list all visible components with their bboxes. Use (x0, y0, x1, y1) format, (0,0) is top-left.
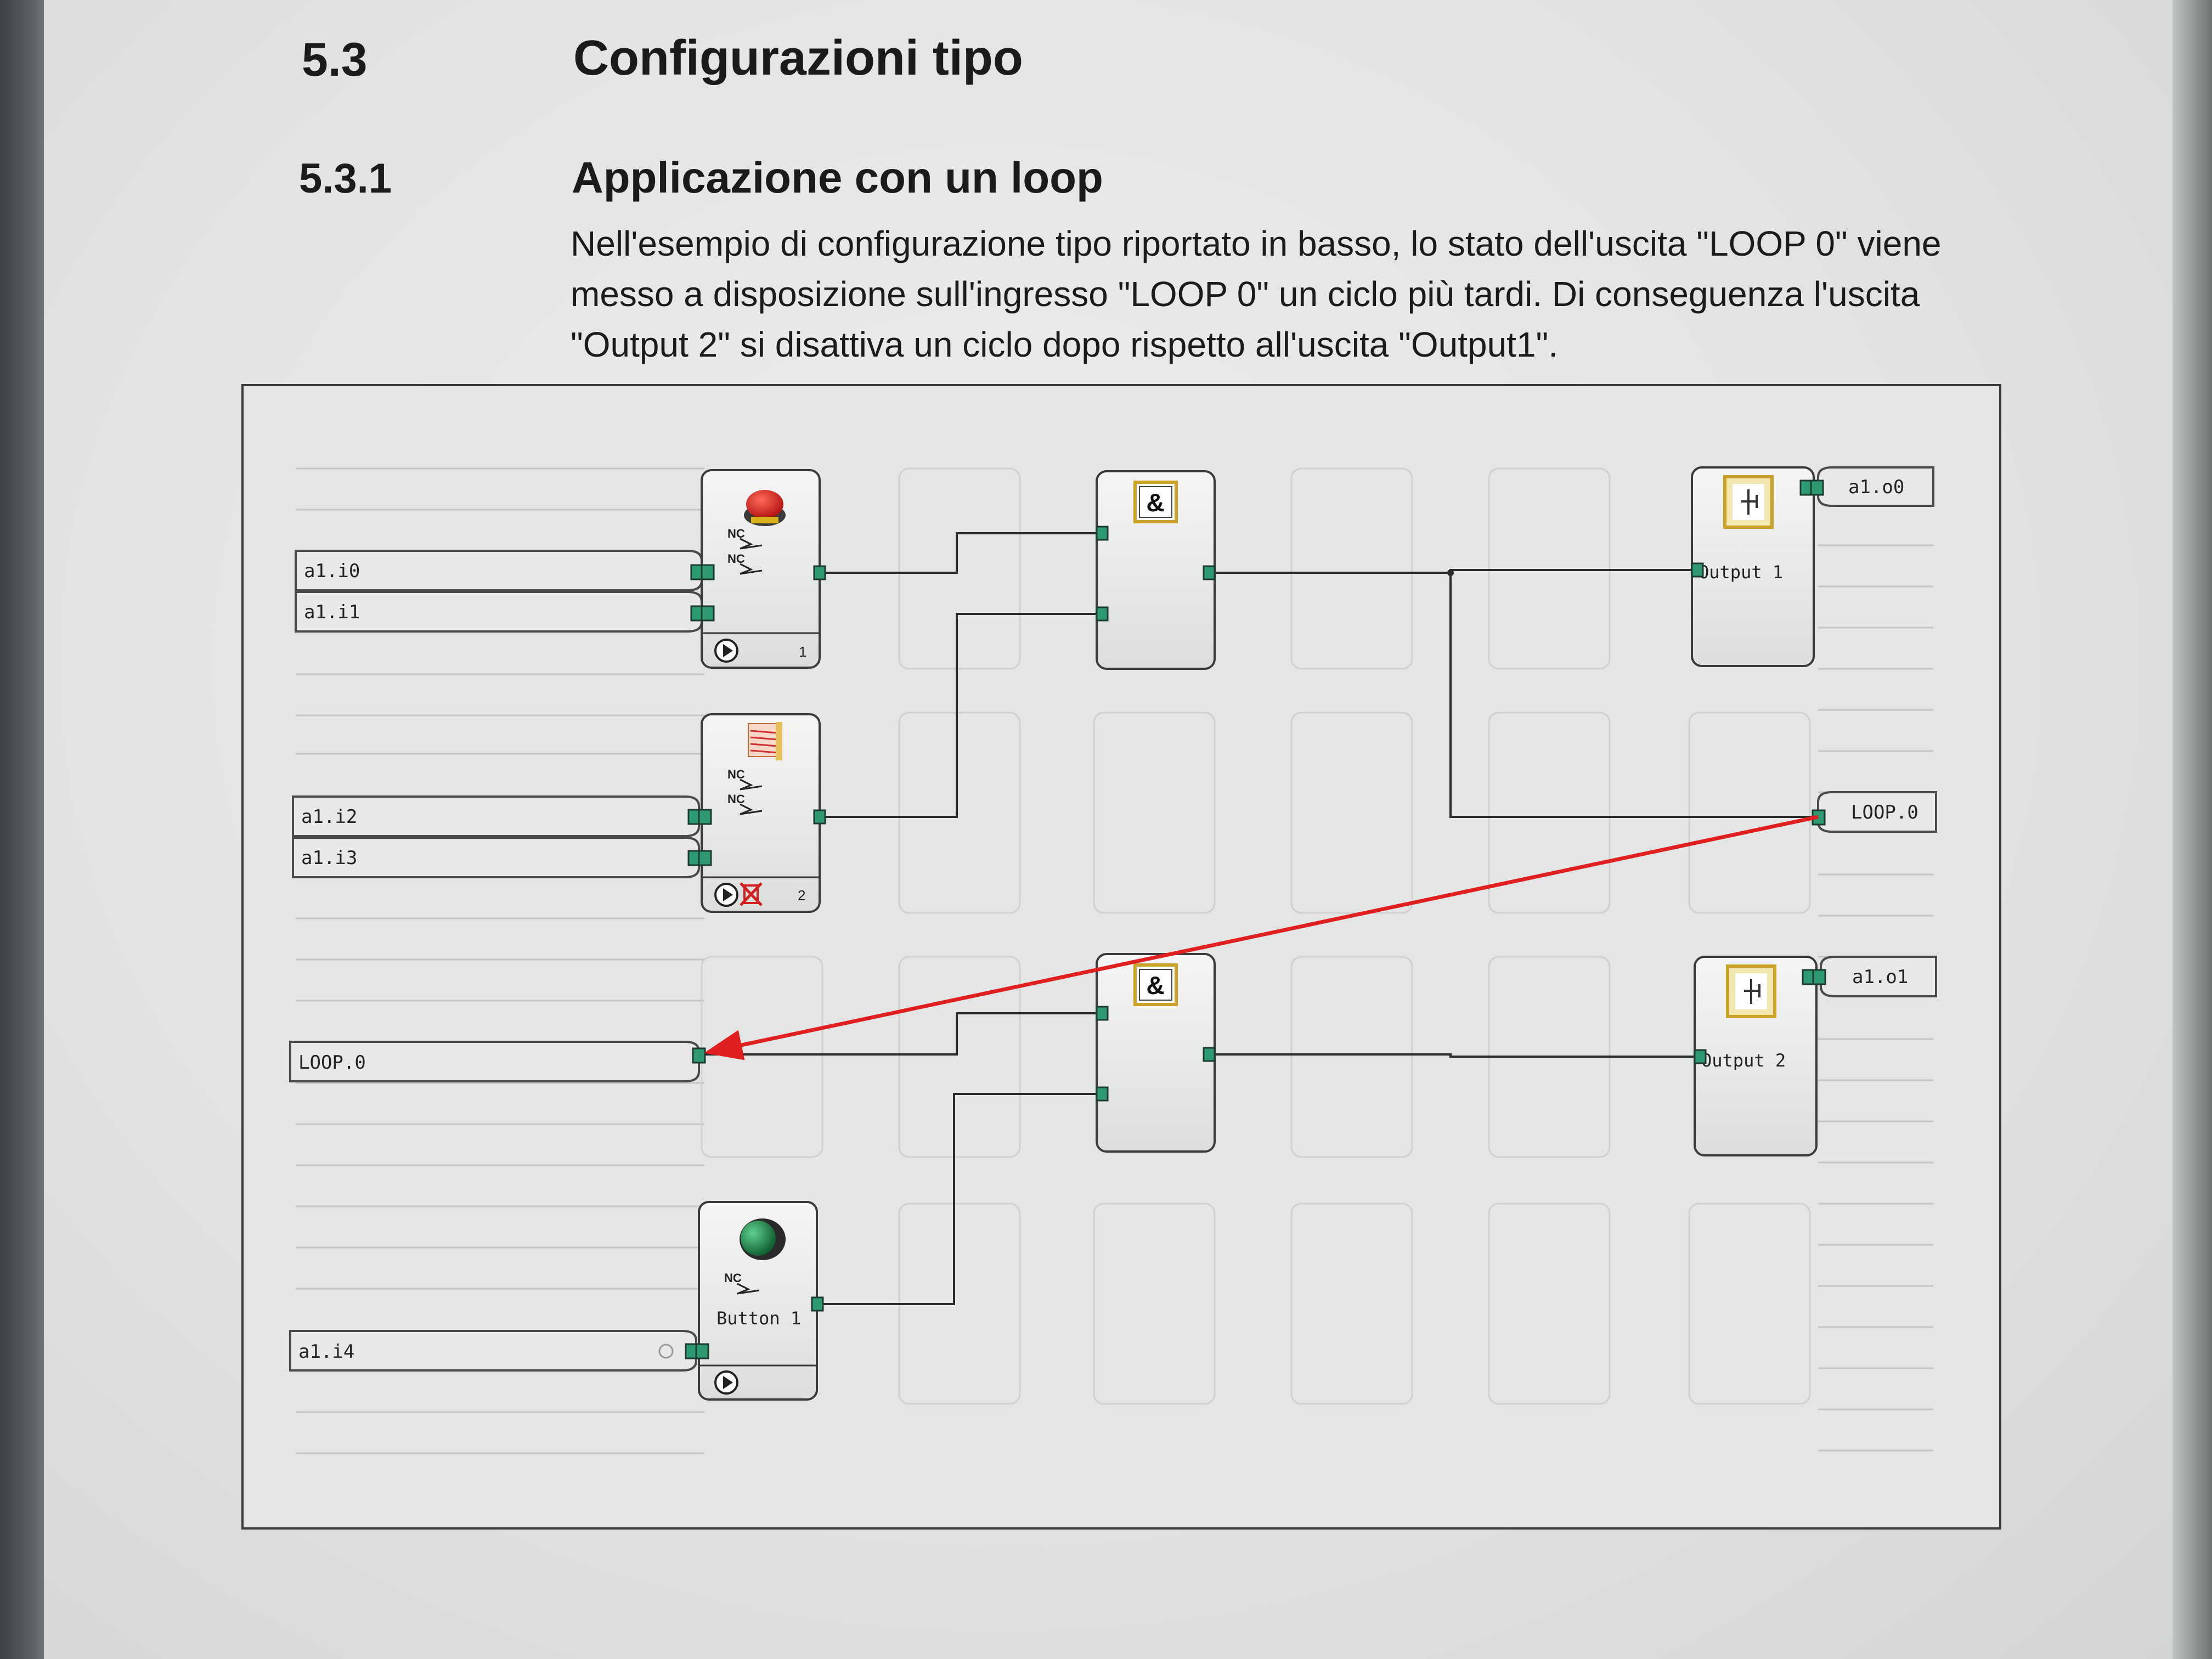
diagram-canvas: a1.i0 a1.i1 a1.i2 a1.i3 LOOP.0 a1.i4 (289, 466, 1937, 1454)
wires (704, 532, 1821, 1305)
subsection-title: Applicazione con un loop (572, 153, 1103, 202)
input-label: LOOP.0 (298, 1052, 366, 1074)
output-terminals: a1.o0 LOOP.0 a1.o1 (1817, 466, 1937, 997)
section-title: Configurazioni tipo (573, 31, 1023, 86)
input-label: a1.i2 (301, 806, 357, 828)
emergency-stop-icon (746, 490, 783, 518)
paragraph-line-1: Nell'esempio di configurazione tipo ripo… (571, 224, 1942, 263)
output-a1-o0[interactable]: a1.o0 (1817, 466, 1934, 507)
output-grid (1818, 544, 1933, 1452)
and-gate-2[interactable]: & (1096, 953, 1216, 1153)
output-label: LOOP.0 (1851, 802, 1918, 823)
output-2-block[interactable]: Output 2 (1694, 956, 1818, 1156)
subsection-number: 5.3.1 (299, 155, 392, 202)
input-label: a1.i4 (298, 1341, 354, 1363)
output-block-label: Output 1 (1699, 562, 1783, 583)
output-label: a1.o1 (1852, 966, 1908, 988)
nc-label: NC (724, 1271, 742, 1285)
empty-slots (701, 467, 1811, 1405)
input-label: a1.i0 (304, 560, 360, 582)
reset-icon (658, 1344, 674, 1359)
green-button-icon (741, 1221, 776, 1256)
and-symbol: & (1146, 971, 1164, 1000)
output-relay-icon (1726, 964, 1776, 1018)
input-a1-i2[interactable]: a1.i2 (292, 795, 700, 837)
nc-label: NC (727, 527, 745, 540)
description-paragraph: Nell'esempio di configurazione tipo ripo… (571, 218, 2041, 370)
section-number: 5.3 (302, 33, 368, 86)
input-label: a1.i1 (304, 601, 360, 623)
output-loop-0[interactable]: LOOP.0 (1817, 791, 1937, 833)
input-a1-i0[interactable]: a1.i0 (295, 550, 703, 591)
paragraph-line-3: "Output 2" si disattiva un ciclo dopo ri… (571, 325, 1559, 364)
input-a1-i4[interactable]: a1.i4 (289, 1330, 697, 1372)
loop-feedback-arrow (704, 815, 1819, 1060)
input-a1-i3[interactable]: a1.i3 (292, 837, 700, 878)
output-block-label: Output 2 (1701, 1050, 1786, 1071)
button-block[interactable]: NC Button 1 (698, 1201, 818, 1401)
output-a1-o1[interactable]: a1.o1 (1820, 956, 1937, 997)
output-label: a1.o0 (1848, 476, 1904, 498)
light-curtain-icon (748, 722, 782, 760)
block-index: 2 (798, 887, 805, 904)
block-index: 1 (799, 644, 806, 660)
and-gate-1[interactable]: & (1096, 470, 1216, 670)
configuration-diagram: a1.i0 a1.i1 a1.i2 a1.i3 LOOP.0 a1.i4 (241, 384, 2001, 1530)
and-symbol: & (1146, 488, 1164, 517)
nc-label: NC (727, 768, 745, 781)
input-loop-0[interactable]: LOOP.0 (289, 1041, 700, 1082)
muting-icon (740, 882, 763, 906)
nc-label: NC (727, 792, 745, 806)
nc-label: NC (727, 552, 745, 566)
input-label: a1.i3 (301, 847, 357, 869)
input-a1-i1[interactable]: a1.i1 (295, 591, 703, 633)
ports (685, 479, 1826, 1359)
emergency-stop-block[interactable]: NC NC 1 (701, 469, 821, 669)
output-1-block[interactable]: Output 1 (1691, 466, 1815, 667)
output-relay-icon (1723, 475, 1774, 529)
paragraph-line-2: messo a disposizione sull'ingresso "LOOP… (571, 274, 1920, 314)
button-label: Button 1 (716, 1308, 801, 1329)
wire-junction (1447, 569, 1454, 576)
light-curtain-block[interactable]: NC NC 2 (701, 713, 821, 913)
input-terminals: a1.i0 a1.i1 a1.i2 a1.i3 LOOP.0 a1.i4 (289, 550, 703, 1372)
input-grid (296, 467, 704, 1454)
